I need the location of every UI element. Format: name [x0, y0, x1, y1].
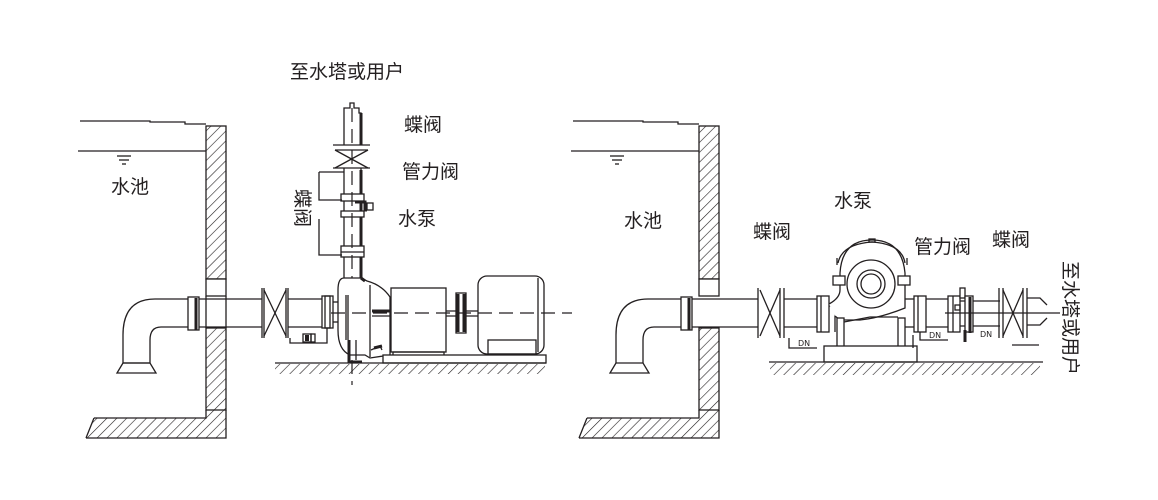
- label-outlet-left: 至水塔或用户: [290, 61, 404, 83]
- motor-left: [477, 275, 545, 355]
- tank-right: [571, 120, 720, 439]
- suction-pipe-left: [115, 296, 262, 374]
- suction-pipe-right: [608, 296, 758, 374]
- dn-mark-1: DN: [798, 339, 810, 348]
- butterfly-valve-icon-right-outlet: [945, 288, 1060, 346]
- water-level-icon: [610, 155, 624, 165]
- right-diagram: DN: [571, 120, 1081, 439]
- valve-icon-left-inlet: [261, 288, 340, 344]
- dn-mark-2: DN: [929, 331, 941, 340]
- butterfly-valve-icon-right-inlet: DN: [757, 288, 836, 349]
- label-butterfly-valve-right-outlet: 蝶阀: [992, 229, 1030, 251]
- label-outlet-right: 至水塔或用户: [1059, 261, 1081, 375]
- label-tank-right: 水池: [624, 210, 662, 232]
- pump-right: [823, 238, 918, 363]
- water-level-icon: [117, 155, 131, 165]
- discharge-pipe-left: [318, 102, 374, 385]
- label-check-valve-right: 管力阀: [914, 236, 971, 258]
- label-butterfly-valve-left-side: 蝶阀: [291, 189, 313, 227]
- label-pump-left: 水泵: [398, 208, 436, 230]
- pump-left: [275, 275, 572, 374]
- label-butterfly-valve-left-top: 蝶阀: [404, 114, 442, 136]
- label-tank-left: 水池: [111, 176, 149, 198]
- tank-left: [78, 120, 227, 439]
- ground-right: [769, 361, 1043, 375]
- dn-mark-3: DN: [980, 330, 992, 339]
- label-butterfly-valve-right-inlet: 蝶阀: [753, 221, 791, 243]
- left-diagram: 至水塔或用户 蝶阀 管力阀 水泵 水池 蝶阀: [78, 61, 572, 439]
- label-pump-right: 水泵: [834, 190, 872, 212]
- check-valve-icon-right: DN DN: [913, 287, 1000, 342]
- label-check-valve-left: 管力阀: [402, 161, 459, 183]
